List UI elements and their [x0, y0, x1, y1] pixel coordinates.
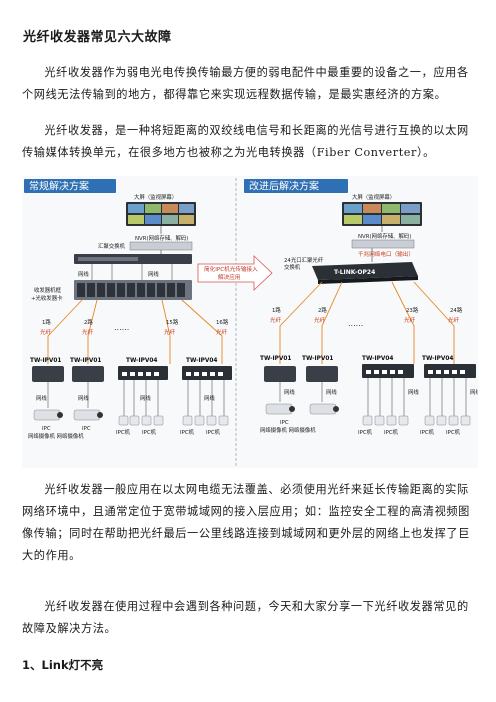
network-diagram-svg: 常规解决方案 改进后解决方案 大屏（监视屏幕） NVR(网络存储、解码) 汇聚交…	[22, 176, 478, 468]
left-ch-2: 2路	[84, 318, 93, 326]
right-port-label: 千兆网络电口（输出）	[358, 250, 414, 258]
right-ipc-machines	[362, 415, 471, 426]
right-fiber-label-2: 光纤	[314, 316, 326, 324]
callout-arrow	[197, 255, 273, 291]
left-rack-label-2: +光收发器卡	[31, 294, 63, 302]
left-transceiver-rack	[74, 280, 192, 300]
right-fiber-label-3: 光纤	[404, 316, 416, 324]
right-camera-2	[309, 403, 339, 415]
right-ipc-machine-4: IPC机	[446, 428, 461, 436]
left-ipc-machines	[118, 415, 229, 426]
right-ipc-machine-3: IPC机	[420, 428, 435, 436]
left-ipc-2: IPC	[82, 426, 91, 432]
callout-text-1: 简化IPC机光传输接入	[204, 265, 258, 273]
left-section-title: 常规解决方案	[29, 180, 89, 193]
left-ch-15: 15路	[166, 318, 179, 326]
right-section-title: 改进后解决方案	[249, 180, 319, 193]
left-ipc-machine-1: IPC机	[116, 428, 131, 436]
left-fiber-label-2: 光纤	[82, 328, 94, 336]
left-device-2-label: TW-IPV01	[70, 358, 101, 364]
left-net-label-1: 网线	[78, 270, 89, 278]
left-fiber-label-4: 光纤	[216, 328, 228, 336]
right-ipc-machine-1: IPC机	[358, 428, 373, 436]
right-ch-23: 23路	[406, 306, 419, 314]
right-net-label-2: 网线	[326, 388, 337, 396]
right-net-label-1: 网线	[284, 388, 295, 396]
right-device-2-label: TW-IPV01	[302, 356, 333, 362]
left-fiber-label-1: 光纤	[40, 328, 52, 336]
right-device-2	[306, 366, 338, 382]
left-dots: ......	[114, 323, 129, 332]
left-screen-wall	[126, 202, 196, 226]
right-fiber-label-1: 光纤	[270, 316, 282, 324]
left-ipc-machine-2: IPC机	[142, 428, 157, 436]
right-camera-1	[265, 403, 295, 415]
left-nvr-label: NVR(网络存储、解码)	[135, 234, 188, 242]
right-device-4	[424, 364, 476, 378]
right-net-label-3: 网线	[408, 388, 419, 396]
right-optical-switch	[312, 262, 418, 284]
left-ipc-caption: 网络摄像机 网络摄像机	[28, 432, 84, 440]
left-device-1-label: TW-IPV01	[30, 358, 61, 364]
right-switch-model: T-LINK-OP24	[334, 269, 375, 276]
right-ipc-machine-2: IPC机	[384, 428, 399, 436]
left-switch-label: 汇聚交换机	[98, 242, 126, 250]
left-ch-16: 16路	[216, 318, 229, 326]
left-device-3-label: TW-IPV04	[126, 358, 157, 364]
paragraph-intro: 光纤收发器作为弱电光电传换传输最方便的弱电配件中最重要的设备之一，应用各个网线无…	[22, 66, 469, 101]
left-net-label-4: 网线	[78, 394, 89, 402]
right-switch-label-2: 交换机	[284, 263, 301, 271]
paragraph-transition: 光纤收发器在使用过程中会遇到各种问题，今天和大家分享一下光纤收发器常见的故障及解…	[22, 600, 469, 635]
paragraph-definition: 光纤收发器，是一种将短距离的双绞线电信号和长距离的光信号进行互换的以太网传输媒体…	[22, 124, 469, 159]
left-nvr-device	[129, 241, 193, 251]
left-camera-2	[73, 409, 103, 421]
right-nvr-device	[351, 239, 415, 249]
left-screen-label: 大屏（监视屏幕）	[134, 193, 177, 201]
paragraph-application: 光纤收发器一般应用在以太网电缆无法覆盖、必须使用光纤来延长传输距离的实际网络环境…	[22, 483, 470, 562]
left-ch-1: 1路	[42, 318, 51, 326]
right-ch-1: 1路	[272, 306, 281, 314]
right-device-1	[264, 366, 296, 382]
left-device-4-label: TW-IPV04	[186, 358, 217, 364]
left-title-banner	[24, 179, 116, 193]
callout-text-2: 解决应用	[218, 273, 240, 281]
right-screen-wall	[342, 202, 422, 226]
right-switch-label-1: 24光口汇聚光纤	[284, 256, 324, 264]
left-rack-label-1: 收发器机框	[34, 286, 62, 294]
page-title: 光纤收发器常见六大故障	[23, 30, 172, 45]
left-ipc-machine-4: IPC机	[206, 428, 221, 436]
right-net-label-4: 网线	[470, 388, 478, 396]
right-ipc-caption: 网络摄像机 网络摄像机	[260, 426, 316, 434]
network-diagram: 常规解决方案 改进后解决方案 大屏（监视屏幕） NVR(网络存储、解码) 汇聚交…	[22, 176, 478, 468]
section-heading-1: 1、Link灯不亮	[22, 658, 104, 672]
right-ch-24: 24路	[450, 306, 463, 314]
right-screen-label: 大屏（监视屏幕）	[352, 193, 395, 201]
left-fiber-label-3: 光纤	[164, 328, 176, 336]
right-fiber-label-4: 光纤	[448, 316, 460, 324]
right-nvr-label: NVR(网络存储、解码)	[358, 232, 411, 240]
right-dots: ......	[348, 319, 363, 328]
right-ch-2: 2路	[318, 306, 327, 314]
right-device-1-label: TW-IPV01	[260, 356, 291, 362]
right-fiber-lines	[279, 281, 455, 364]
left-device-1	[32, 366, 64, 382]
left-ipc-machine-3: IPC机	[180, 428, 195, 436]
right-ipc-1: IPC	[280, 420, 289, 426]
left-net-label-3: 网线	[36, 394, 47, 402]
left-net-label-6: 网线	[204, 394, 215, 402]
left-camera-1	[33, 409, 63, 421]
left-fiber-lines	[47, 299, 223, 364]
left-net-label-5: 网线	[140, 394, 151, 402]
right-title-banner	[244, 179, 348, 193]
right-device-3-label: TW-IPV04	[362, 356, 393, 362]
left-net-label-2: 网线	[148, 270, 159, 278]
left-device-2	[72, 366, 104, 382]
right-device-3	[362, 364, 414, 378]
right-device-4-label: TW-IPV04	[422, 356, 453, 362]
left-ipc-1: IPC	[42, 426, 51, 432]
